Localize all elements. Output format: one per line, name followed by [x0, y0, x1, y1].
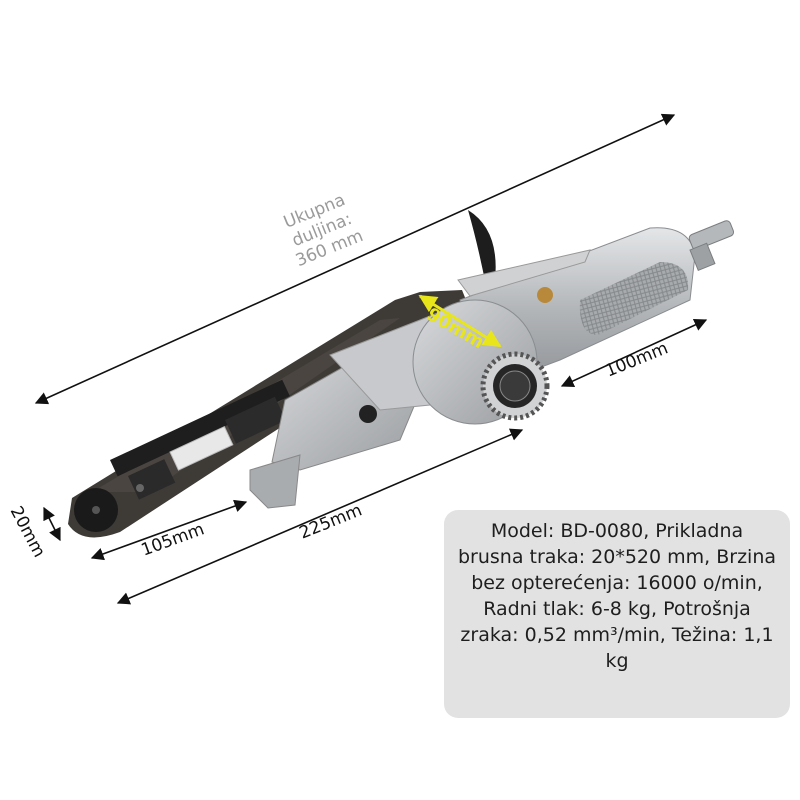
head-diameter-line	[418, 294, 502, 348]
total-length-line	[34, 113, 676, 405]
dimension-lines	[34, 113, 708, 605]
body-length-line	[116, 428, 524, 605]
air-inlet	[688, 220, 735, 251]
belt-width-line	[43, 506, 61, 542]
specification-box: Model: BD-0080, Prikladna brusna traka: …	[444, 510, 790, 718]
specification-text: Model: BD-0080, Prikladna brusna traka: …	[457, 520, 777, 672]
throttle-lever	[468, 210, 496, 286]
belt-arm	[109, 379, 290, 477]
handle-length-line	[560, 318, 708, 388]
arm-length-line	[90, 499, 248, 561]
grip-knurl	[579, 262, 689, 335]
